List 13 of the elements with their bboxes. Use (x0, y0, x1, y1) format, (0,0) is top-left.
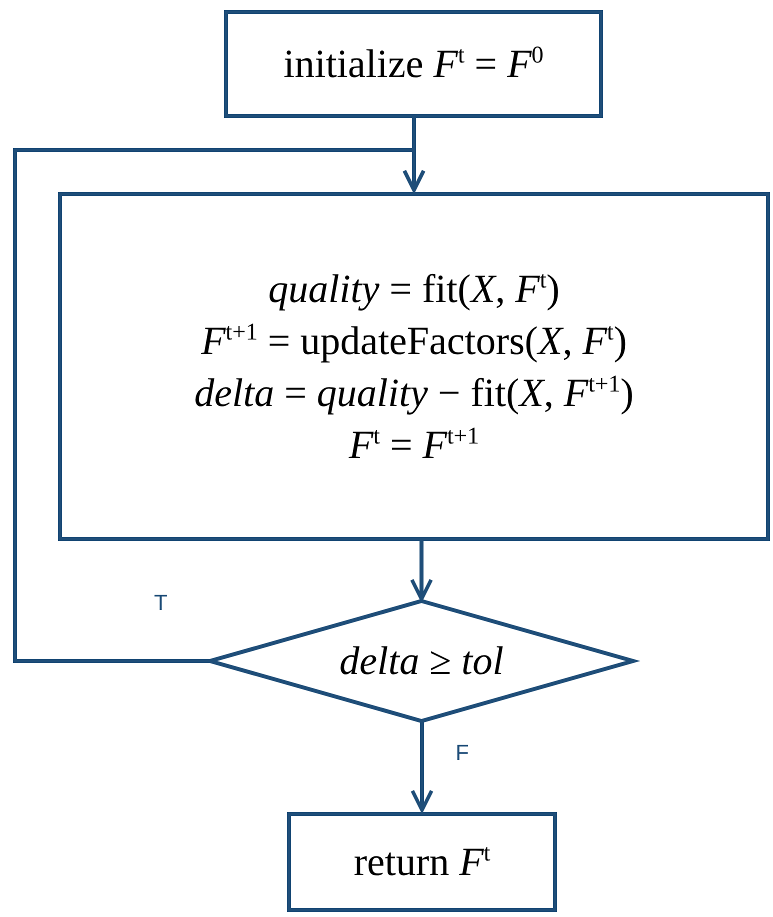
arrow (410, 541, 433, 601)
formula-text: return F$^{t}$ (354, 838, 490, 886)
arrow (410, 721, 434, 812)
formula-text: quality = fit(X, F$^{t}$) (268, 264, 560, 313)
formula-text: F$^{t}$ = F$^{t+1}$ (348, 420, 480, 468)
process-box (224, 10, 603, 118)
formula-text: F$^{t+1}$ = updateFactors(X, F$^{t}$) (201, 316, 627, 364)
process-box (58, 192, 770, 541)
formula-text: delta ≥ tol (339, 637, 504, 685)
process-box (287, 812, 557, 912)
formula-text: delta = quality − fit(X, F$^{t+1}$) (194, 368, 634, 417)
formula-text: initialize F$^{t}$ = F$^{0}$ (283, 40, 544, 88)
arrow (13, 148, 426, 663)
